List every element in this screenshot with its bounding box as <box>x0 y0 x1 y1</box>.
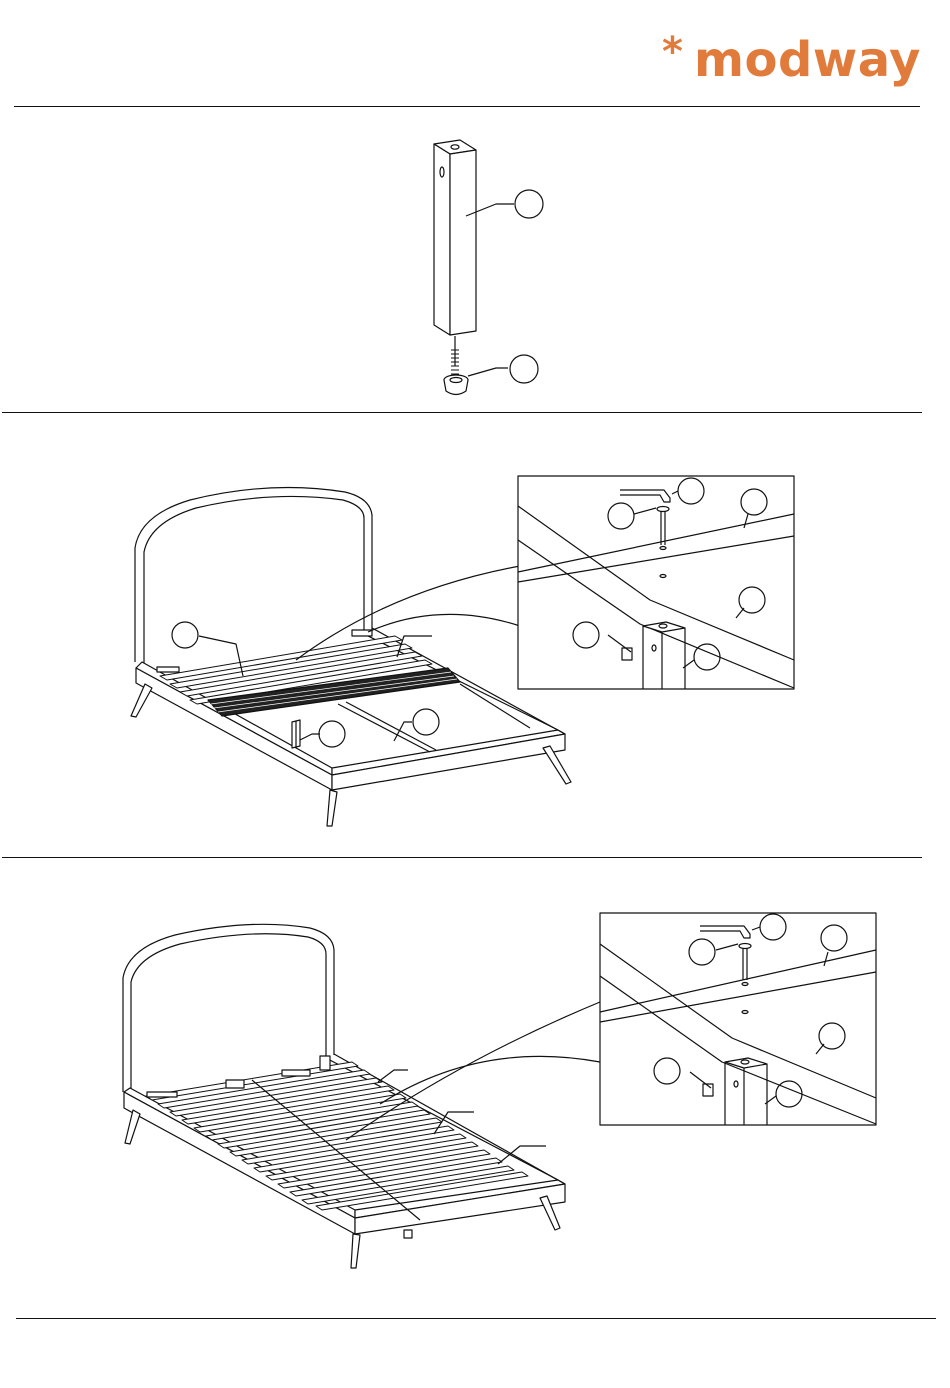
detail-view-step3 <box>600 913 876 1125</box>
bed-frame-step3 <box>123 924 565 1268</box>
support-leg-illustration <box>434 140 476 395</box>
bed-frame-step2 <box>131 488 571 827</box>
callout-step2-c <box>300 721 345 747</box>
detail-view-step2 <box>518 476 794 689</box>
zoom-leader-2b <box>368 614 520 632</box>
callout-foot <box>468 355 538 383</box>
callout-leg <box>466 190 543 218</box>
